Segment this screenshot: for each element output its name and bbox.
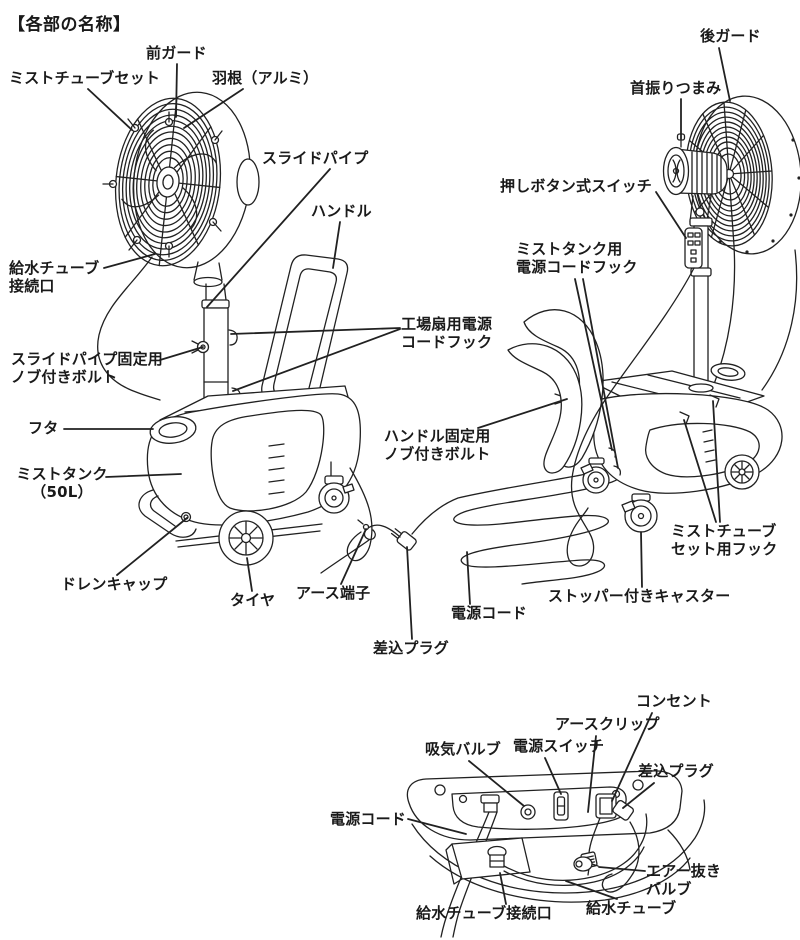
label-lid: フタ [28,419,59,437]
label-blade-aluminum: 羽根（アルミ） [212,69,319,87]
outlet-art [595,793,617,819]
label-mist-tube-set: ミストチューブセット [9,69,161,87]
power-cord-and-plug-illustration [320,467,626,585]
label-fan-power-cord-hook: 工場扇用電源 コードフック [401,315,493,351]
leader-push-button-switch [655,191,687,239]
leader-handle-knob-bolt [477,398,568,429]
leader-detail-plug [622,782,655,809]
leader-slide-pipe-knob-bolt [159,346,204,361]
leader-handle [332,221,341,269]
intake-valve-art [520,804,536,820]
motor-art [662,146,728,196]
label-earth-clip: アースクリップ [555,715,660,733]
label-earth-terminal: アース端子 [296,584,371,602]
page-title: 【各部の名称】 [8,15,131,35]
lid-art [149,416,197,444]
leader-tank-cord-hook-a [574,278,613,451]
mist-tube-art [97,256,161,401]
power-switch-art [553,791,569,821]
label-slide-pipe-knob-bolt: スライドパイプ固定用 ノブ付きボルト [11,350,164,386]
leader-mist-tank [105,473,182,478]
label-detail-power-cord: 電源コード [330,810,407,828]
tire-art [218,510,274,566]
label-power-cord: 電源コード [451,604,528,622]
label-oscillation-knob: 首振りつまみ [630,79,722,97]
leader-fan-cord-hook-a [230,327,401,335]
right-power-cord-art [566,267,695,567]
leader-earth-clip [587,735,597,813]
leader-plug [406,546,413,640]
leader-water-tube-port [103,253,156,269]
front-guard-art [114,97,222,267]
label-outlet: コンセント [636,692,713,710]
leader-tire [246,557,253,592]
leader-front-guard [175,63,178,118]
leader-slide-pipe [206,168,331,308]
leader-mist-tube-set [87,88,133,131]
stopper-caster-art [621,493,658,533]
leader-power-switch [544,757,562,795]
water-tube-port-art [487,845,507,868]
plug-art [390,528,417,551]
label-tire: タイヤ [230,591,276,609]
leader-lines [63,47,731,905]
left-stopper-caster-art [580,457,610,494]
label-drain-cap: ドレンキャップ [61,575,168,593]
rear-panel-illustration [406,770,706,938]
leader-drain-cap [116,517,188,576]
label-mist-tube-set-hook: ミストチューブ セット用フック [671,522,778,558]
label-slide-pipe: スライドパイプ [262,149,369,167]
label-front-guard: 前ガード [146,44,207,62]
leader-mist-tube-hook-b [712,400,721,523]
earth-wire-art [320,519,401,574]
detail-power-cord-art [440,794,500,938]
label-air-release-valve: エアー抜き バルブ [646,862,722,898]
air-release-valve-art [573,856,599,872]
label-rear-guard: 後ガード [700,27,761,45]
leader-outlet [611,712,653,802]
mist-nozzles-art [102,111,223,258]
leader-power-cord [466,551,471,605]
push-button-switch-art [684,227,703,269]
rear-caster-art [318,461,355,514]
left-power-cord-art [346,467,373,562]
leader-air-release-valve [598,866,646,872]
label-power-switch: 電源スイッチ [513,737,605,755]
leader-tank-cord-hook-b [582,278,619,469]
label-water-tube-port2: 給水チューブ接続口 [416,904,552,922]
label-intake-valve: 吸気バルブ [425,740,502,758]
label-plug: 差込プラグ [373,639,450,657]
fan-cord-hooks-art [228,329,241,404]
leader-stopper-caster [640,531,643,588]
label-mist-tank-cord-hook: ミストタンク用 電源コードフック [516,240,638,276]
leader-blade [183,88,244,129]
leader-rear-guard [718,47,731,102]
leader-detail-power-cord [407,818,467,835]
leader-mist-tube-hook-a [683,419,717,523]
leader-earth-terminal [340,528,367,585]
label-stopper-caster: ストッパー付きキャスター [548,587,731,605]
label-handle-knob-bolt: ハンドル固定用 ノブ付きボルト [384,427,491,463]
leader-water-tube-port2 [499,872,507,905]
right-wheel-art [724,454,760,490]
label-push-button-switch: 押しボタン式スイッチ [500,177,653,195]
mist-tank-art [146,393,362,526]
drain-cap-art [180,511,192,523]
label-water-tube-port: 給水チューブ 接続口 [9,259,100,295]
mist-tube-hooks-art [679,394,720,425]
label-detail-plug: 差込プラグ [638,762,715,780]
leader-water-tube [565,880,618,900]
leader-intake-valve [468,760,525,807]
label-handle: ハンドル [311,202,372,220]
label-mist-tank: ミストタンク （50L） [16,465,108,501]
water-tube-art [503,813,648,887]
label-water-tube: 給水チューブ [586,899,677,917]
leader-fan-cord-hook-b [232,328,401,392]
